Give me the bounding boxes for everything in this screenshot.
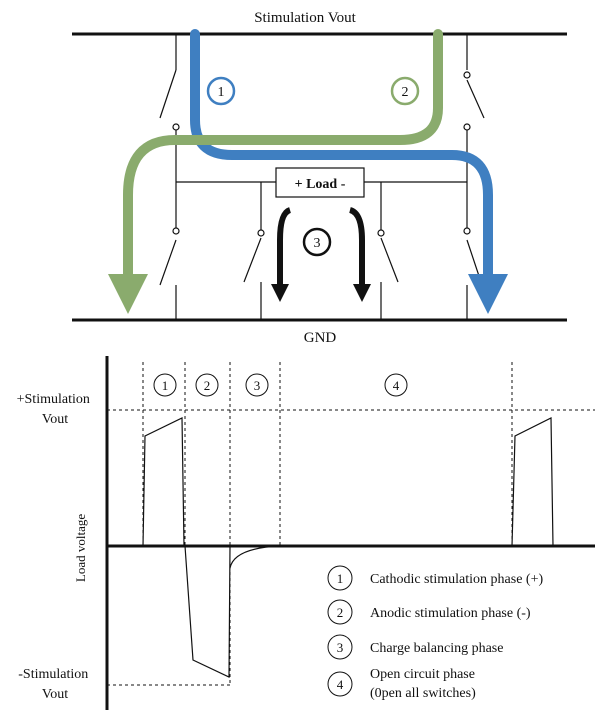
svg-text:3: 3: [254, 378, 261, 393]
legend-item-1: 1 Cathodic stimulation phase (+): [327, 565, 543, 591]
svg-text:2: 2: [402, 85, 409, 100]
phase-marker-1: 1: [153, 373, 177, 397]
switch-middle-left: [243, 237, 262, 283]
svg-text:3: 3: [337, 640, 344, 655]
legend-item-2: 2 Anodic stimulation phase (-): [327, 599, 531, 625]
path-marker-2: 2: [390, 76, 420, 106]
svg-text:1: 1: [337, 571, 344, 586]
path-marker-3: 3: [302, 227, 332, 257]
gnd-label: GND: [304, 330, 337, 346]
svg-text:4: 4: [393, 378, 400, 393]
svg-text:2: 2: [204, 378, 211, 393]
pulse-cathodic-repeat: [511, 417, 554, 547]
svg-text:Anodic stimulation phase (-): Anodic stimulation phase (-): [370, 606, 531, 621]
switch-bottom-right: [466, 239, 483, 286]
load-voltage-waveform: 1 2 3 4 +Stimulation Vout -Stimulation V…: [17, 356, 595, 710]
circuit-diagram: Stimulation Vout GND: [72, 10, 567, 346]
pulse-cathodic: [142, 417, 185, 547]
left-branch: [159, 34, 276, 320]
switch-top-right: [466, 79, 485, 119]
current-path-1: [190, 29, 508, 314]
svg-text:1: 1: [218, 85, 225, 100]
legend-item-3: 3 Charge balancing phase: [327, 634, 503, 660]
svg-text:2: 2: [337, 605, 344, 620]
switch-top-left: [159, 69, 177, 119]
svg-text:3: 3: [314, 236, 321, 251]
waveform-trace: [142, 417, 554, 678]
positive-level-label: +Stimulation Vout: [17, 392, 94, 427]
phase-marker-3: 3: [245, 373, 269, 397]
current-path-3-right: [348, 207, 371, 302]
top-rail-label: Stimulation Vout: [254, 10, 356, 26]
right-branch: [364, 34, 485, 320]
phase-legend: 1 Cathodic stimulation phase (+) 2 Anodi…: [327, 565, 543, 701]
charge-balance-curve: [229, 545, 281, 569]
switch-bottom-left: [159, 239, 177, 286]
axis-label: Load voltage: [73, 514, 88, 582]
load-box: [275, 167, 365, 198]
svg-text:4: 4: [337, 677, 344, 692]
reference-lines: [107, 362, 595, 686]
negative-level-label: -Stimulation Vout: [18, 667, 92, 702]
pulse-anodic: [184, 545, 231, 678]
svg-text:Open circuit phase (: Open circuit phase (0pen all switches): [370, 667, 478, 701]
svg-text:Charge balancing phase: Charge balancing phase: [370, 641, 503, 656]
phase-marker-4: 4: [384, 373, 408, 397]
legend-item-4: 4 Open circuit phase (0pen all switches): [327, 667, 478, 701]
middle-switches: [243, 182, 399, 320]
phase-marker-2: 2: [195, 373, 219, 397]
load-label: + Load -: [295, 177, 346, 192]
svg-text:Cathodic stimulation phase (+): Cathodic stimulation phase (+): [370, 572, 543, 587]
current-path-2: [108, 29, 443, 314]
switch-middle-right: [380, 237, 399, 283]
svg-text:1: 1: [162, 378, 169, 393]
path-marker-1: 1: [206, 76, 236, 106]
current-path-3-left: [271, 207, 292, 302]
